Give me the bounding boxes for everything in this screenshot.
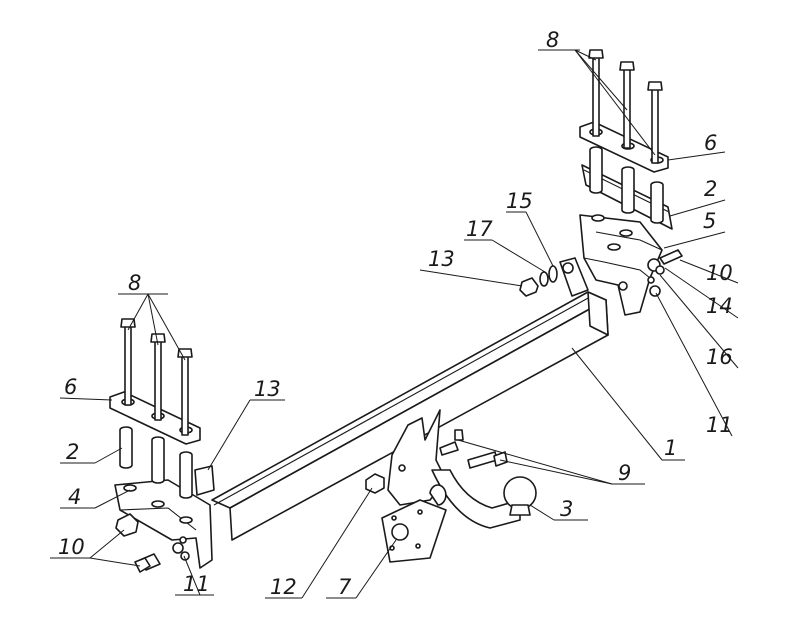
callout-4: 4 — [68, 485, 81, 509]
callout-6-right: 6 — [704, 131, 717, 155]
callout-6-left: 6 — [64, 375, 77, 399]
right-mounting-bracket — [579, 214, 663, 316]
callout-10-left: 10 — [58, 535, 85, 559]
right-bolts — [588, 49, 663, 164]
callout-9: 9 — [618, 461, 631, 485]
hitch-nut — [365, 473, 385, 494]
callout-5: 5 — [703, 209, 716, 233]
callout-7: 7 — [338, 575, 352, 599]
callout-8-right: 8 — [546, 28, 559, 52]
hitch-bolts — [439, 429, 508, 469]
callout-8-left: 8 — [128, 271, 141, 295]
callout-2-right: 2 — [704, 177, 717, 201]
callout-17: 17 — [466, 217, 493, 241]
left-side-hardware — [115, 513, 190, 573]
tow-ball-arm — [431, 469, 537, 529]
left-bushings — [151, 436, 193, 499]
callout-labels: 8 6 2 5 10 14 16 11 1 9 3 7 12 11 10 4 2… — [58, 28, 733, 599]
left-mounting-bracket — [114, 465, 215, 569]
right-bushings — [589, 146, 664, 224]
left-spacer-plate — [119, 426, 133, 469]
callout-11-left: 11 — [183, 572, 210, 596]
socket-plate — [381, 484, 447, 563]
callout-10-right: 10 — [706, 261, 733, 285]
callout-2-left: 2 — [66, 440, 79, 464]
callout-14: 14 — [706, 294, 733, 318]
right-side-hardware — [647, 249, 683, 297]
left-bolts — [120, 318, 193, 436]
callout-15: 15 — [506, 189, 533, 213]
callout-3: 3 — [560, 497, 573, 521]
callout-12: 12 — [270, 575, 297, 599]
callout-13-right: 13 — [428, 247, 455, 271]
callout-11-right: 11 — [706, 413, 733, 437]
callout-1: 1 — [664, 436, 677, 460]
leader-lines — [50, 49, 739, 599]
callout-13-left: 13 — [254, 377, 281, 401]
right-washers-nut — [519, 257, 589, 297]
callout-16: 16 — [706, 345, 733, 369]
